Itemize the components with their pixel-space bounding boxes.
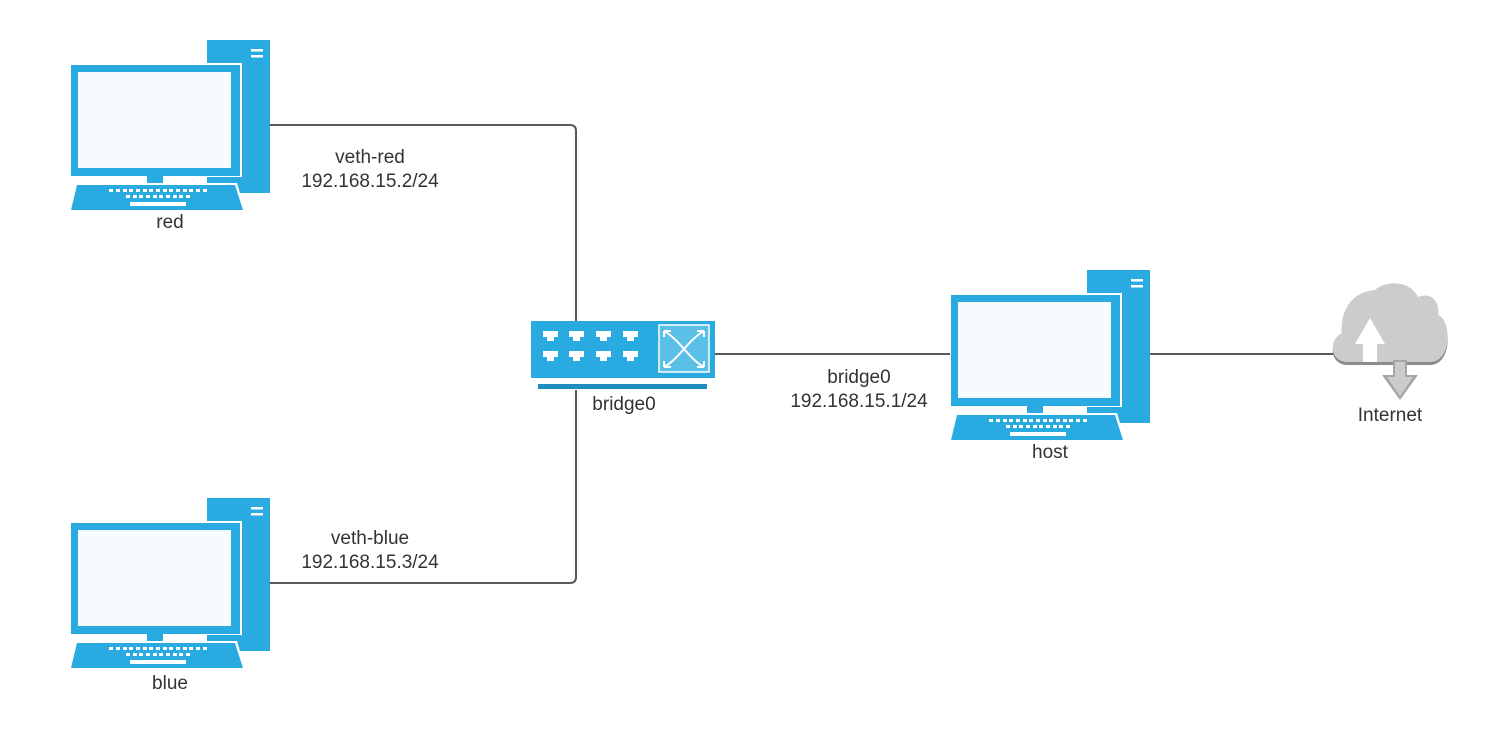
ip-address: 192.168.15.1/24: [790, 391, 928, 412]
desktop-computer-icon: [950, 270, 1150, 440]
node-label-host: host: [1032, 442, 1068, 463]
node-label-red: red: [156, 212, 184, 233]
edge-label-bridge-host: bridge0 192.168.15.1/24: [790, 366, 927, 414]
node-host[interactable]: [950, 270, 1150, 440]
node-label-internet: Internet: [1357, 405, 1423, 426]
node-bridge[interactable]: [531, 321, 715, 389]
node-blue[interactable]: [70, 498, 270, 668]
ip-address: 192.168.15.2/24: [301, 171, 439, 192]
network-switch-icon: [531, 321, 715, 389]
iface-name: veth-red: [335, 147, 405, 168]
desktop-computer-icon: [70, 498, 270, 668]
edge-label-blue-bridge: veth-blue 192.168.15.3/24: [301, 527, 438, 575]
iface-name: bridge0: [827, 367, 891, 388]
link-red-bridge: [270, 124, 577, 321]
node-internet[interactable]: [1332, 283, 1448, 400]
desktop-computer-icon: [70, 40, 270, 210]
ip-address: 192.168.15.3/24: [301, 552, 439, 573]
cloud-upload-download-icon: [1332, 283, 1448, 400]
link-blue-bridge: [270, 390, 577, 584]
edge-label-red-bridge: veth-red 192.168.15.2/24: [301, 146, 438, 194]
node-label-blue: blue: [152, 673, 188, 694]
node-label-bridge: bridge0: [592, 394, 656, 415]
node-red[interactable]: [70, 40, 270, 210]
iface-name: veth-blue: [330, 528, 410, 549]
